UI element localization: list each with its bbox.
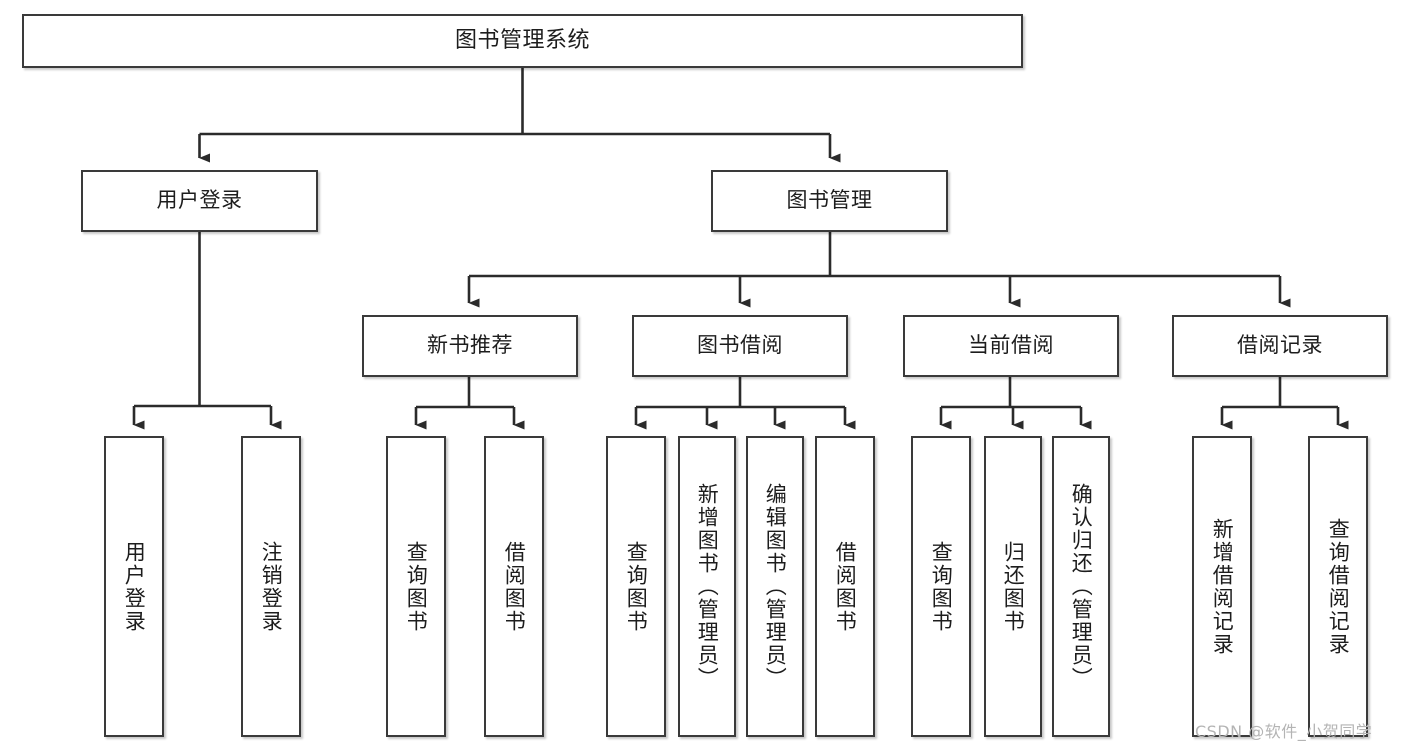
node-leaf-borrow-book[interactable]: 借阅图书 <box>815 436 875 737</box>
node-leaf-return-book[interactable]: 归还图书 <box>984 436 1042 737</box>
node-leaf-add-book-label: 新增图书（管理员） <box>695 483 720 690</box>
node-borrow-record[interactable]: 借阅记录 <box>1172 315 1388 377</box>
node-borrow-record-label: 借阅记录 <box>1237 333 1323 358</box>
node-leaf-confirm-return[interactable]: 确认归还（管理员） <box>1052 436 1110 737</box>
node-leaf-query-book-rec-label: 查询图书 <box>404 540 429 633</box>
node-leaf-confirm-return-label: 确认归还（管理员） <box>1069 483 1094 690</box>
node-root[interactable]: 图书管理系统 <box>22 14 1023 68</box>
node-leaf-user-logout-label: 注销登录 <box>259 540 284 633</box>
node-leaf-edit-book-label: 编辑图书（管理员） <box>763 483 788 690</box>
node-leaf-query-book-cur[interactable]: 查询图书 <box>911 436 971 737</box>
node-book-manage-label: 图书管理 <box>786 188 873 213</box>
node-book-borrow-label: 图书借阅 <box>697 333 783 358</box>
node-leaf-borrow-book-label: 借阅图书 <box>833 540 858 633</box>
node-leaf-return-book-label: 归还图书 <box>1001 540 1026 633</box>
node-leaf-add-book[interactable]: 新增图书（管理员） <box>678 436 736 737</box>
node-current-borrow[interactable]: 当前借阅 <box>903 315 1119 377</box>
node-leaf-add-record-label: 新增借阅记录 <box>1210 517 1235 656</box>
node-leaf-edit-book[interactable]: 编辑图书（管理员） <box>746 436 804 737</box>
node-leaf-query-record[interactable]: 查询借阅记录 <box>1308 436 1368 737</box>
node-leaf-borrow-book-rec[interactable]: 借阅图书 <box>484 436 544 737</box>
node-leaf-query-book-borrow-label: 查询图书 <box>624 540 649 633</box>
node-leaf-user-logout[interactable]: 注销登录 <box>241 436 301 737</box>
node-user-login[interactable]: 用户登录 <box>81 170 318 232</box>
node-user-login-label: 用户登录 <box>156 188 243 213</box>
node-leaf-user-login-label: 用户登录 <box>122 540 147 633</box>
node-book-manage[interactable]: 图书管理 <box>711 170 948 232</box>
node-new-book-rec[interactable]: 新书推荐 <box>362 315 578 377</box>
node-current-borrow-label: 当前借阅 <box>968 333 1054 358</box>
watermark: CSDN @软件_小贺同学 <box>1195 722 1373 741</box>
node-leaf-query-book-borrow[interactable]: 查询图书 <box>606 436 666 737</box>
node-leaf-user-login[interactable]: 用户登录 <box>104 436 164 737</box>
node-leaf-add-record[interactable]: 新增借阅记录 <box>1192 436 1252 737</box>
node-leaf-query-book-rec[interactable]: 查询图书 <box>386 436 446 737</box>
node-leaf-query-record-label: 查询借阅记录 <box>1326 517 1351 656</box>
node-root-label: 图书管理系统 <box>454 27 590 53</box>
node-leaf-query-book-cur-label: 查询图书 <box>929 540 954 633</box>
node-leaf-borrow-book-rec-label: 借阅图书 <box>502 540 527 633</box>
node-new-book-rec-label: 新书推荐 <box>427 333 513 358</box>
node-book-borrow[interactable]: 图书借阅 <box>632 315 848 377</box>
